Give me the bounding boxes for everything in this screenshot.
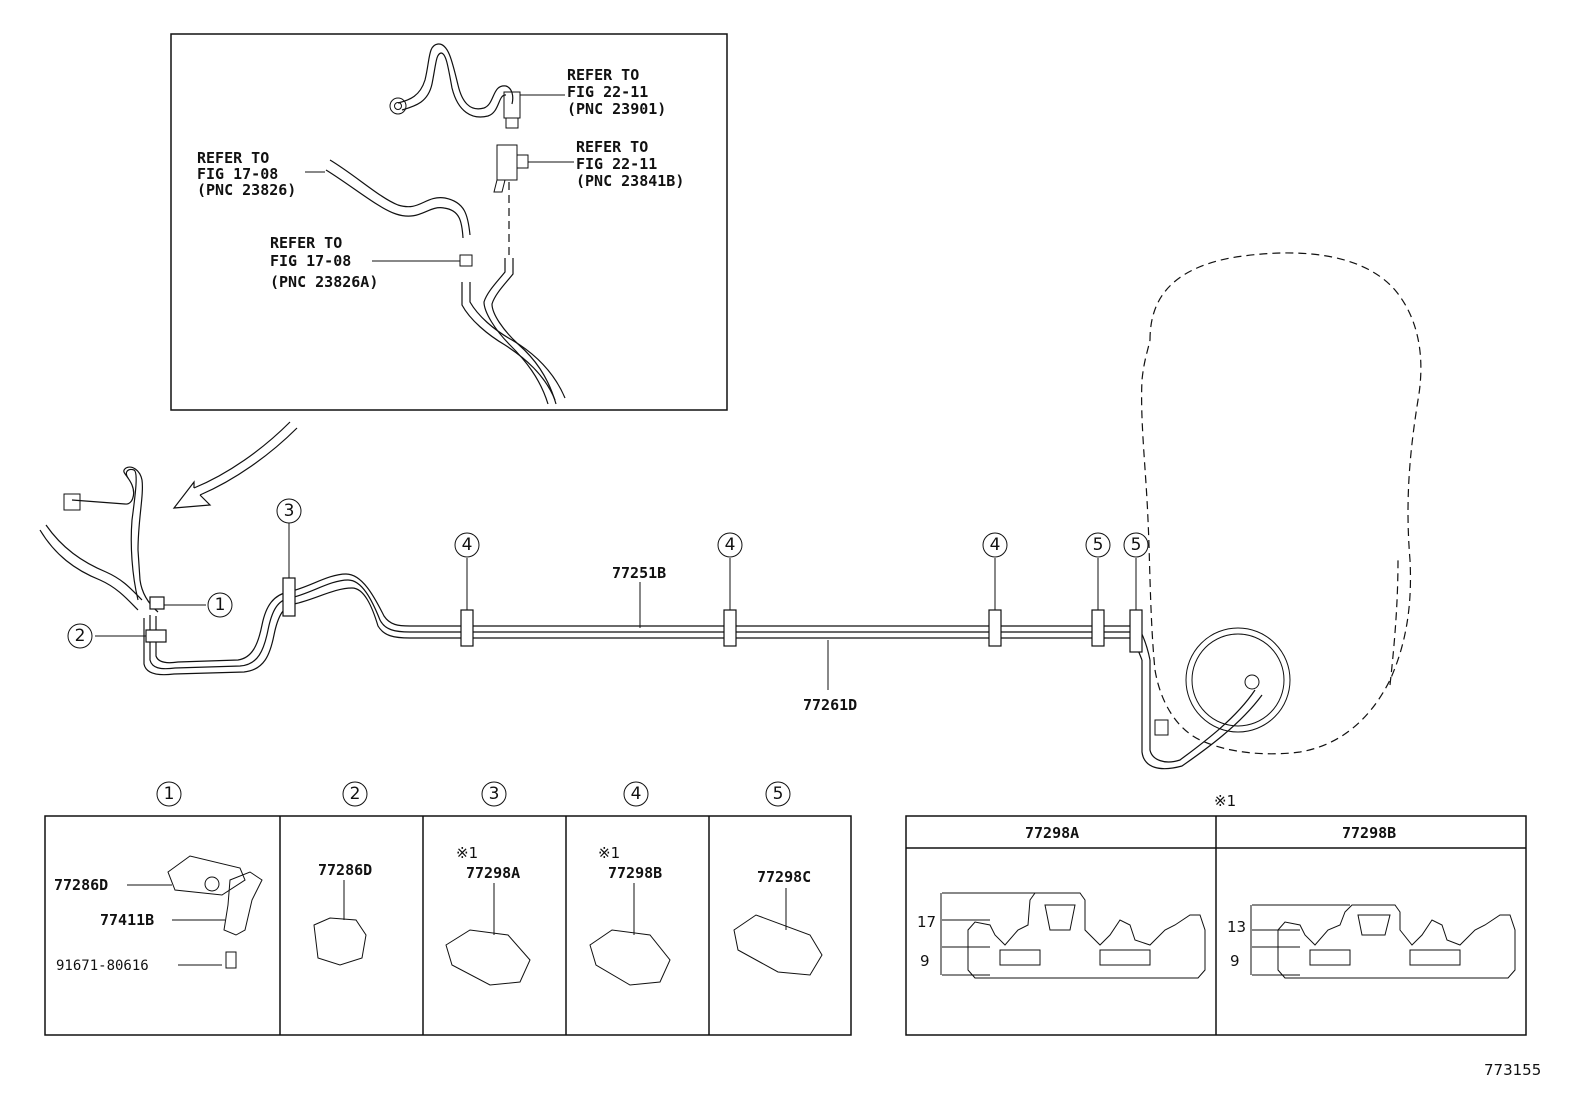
- marker-4a: 4: [454, 532, 480, 558]
- svg-text:2: 2: [350, 784, 361, 804]
- note-col-header: 77298A: [1025, 824, 1079, 842]
- svg-text:5: 5: [1093, 535, 1104, 555]
- svg-text:3: 3: [284, 501, 295, 521]
- svg-text:4: 4: [990, 535, 1001, 555]
- callout-line: FIG 22-11: [567, 83, 648, 101]
- svg-text:2: 2: [75, 626, 86, 646]
- marker-4c: 4: [982, 532, 1008, 558]
- note-table: ※1 77298A 77298B 17 9: [905, 792, 1527, 1036]
- callout-23826: REFER TO FIG 17-08 (PNC 23826): [197, 149, 296, 199]
- bolt-drawing: [225, 951, 237, 969]
- svg-text:5: 5: [1131, 535, 1142, 555]
- callout-line: FIG 22-11: [576, 155, 657, 173]
- callout-line: REFER TO: [270, 234, 342, 252]
- svg-text:3: 3: [489, 784, 500, 804]
- clip-profile-a: 17 9: [917, 892, 1206, 979]
- callout-line: REFER TO: [567, 66, 639, 84]
- svg-text:4: 4: [725, 535, 736, 555]
- clip-77298b-drawing: [589, 929, 671, 986]
- bracket-77411b-drawing: [223, 871, 263, 936]
- marker-2: 2: [67, 623, 93, 649]
- part-number: 77298A: [466, 864, 520, 882]
- note-table-title: ※1: [1214, 792, 1236, 810]
- callout-line: FIG 17-08: [270, 252, 351, 270]
- marker-3: 3: [276, 498, 302, 524]
- clip-77298a-drawing: [445, 929, 531, 986]
- clamp-1: [149, 596, 165, 610]
- part-number: 91671-80616: [56, 958, 149, 974]
- svg-text:4: 4: [631, 784, 642, 804]
- marker-5a: 5: [1085, 532, 1111, 558]
- pipe-lower-label: 77261D: [803, 696, 857, 714]
- svg-text:1: 1: [215, 595, 226, 615]
- inset-frame: [170, 33, 728, 411]
- parts-table: 1 2 3 4 5 77286D 77411B 91671-80616 7728…: [44, 781, 852, 1036]
- callout-line: REFER TO: [197, 149, 269, 167]
- table-header-4: 4: [623, 781, 649, 807]
- table-header-5: 5: [765, 781, 791, 807]
- dimension-label: 9: [920, 952, 930, 970]
- clip-77286d-drawing: [167, 855, 246, 896]
- clip-77298c-drawing: [733, 914, 823, 976]
- figure-id: 773155: [1484, 1061, 1541, 1079]
- part-number: 77298C: [757, 868, 811, 886]
- part-number: 77298B: [608, 864, 662, 882]
- callout-line: REFER TO: [576, 138, 648, 156]
- callout-23841b: REFER TO FIG 22-11 (PNC 23841B): [576, 138, 684, 190]
- callout-line: (PNC 23826): [197, 181, 296, 199]
- part-number: 77286D: [54, 876, 108, 894]
- clamp-5a: [1091, 609, 1105, 647]
- callout-line: (PNC 23901): [567, 100, 666, 118]
- clamp-4c: [988, 609, 1002, 647]
- table-header-3: 3: [481, 781, 507, 807]
- dimension-label: 9: [1230, 952, 1240, 970]
- pipe-upper-label: 77251B: [612, 564, 666, 582]
- table-header-1: 1: [156, 781, 182, 807]
- arrow-indicator: [172, 421, 298, 509]
- callout-23901: REFER TO FIG 22-11 (PNC 23901): [567, 66, 666, 118]
- callout-23826a: REFER TO FIG 17-08 (PNC 23826A): [270, 234, 378, 291]
- clamp-3: [282, 577, 296, 617]
- clamp-5b: [1129, 609, 1143, 653]
- note-col-header: 77298B: [1342, 824, 1396, 842]
- clamp-4a: [460, 609, 474, 647]
- callout-line: (PNC 23826A): [270, 273, 378, 291]
- callout-line: (PNC 23841B): [576, 172, 684, 190]
- part-number: 77411B: [100, 911, 154, 929]
- marker-5b: 5: [1123, 532, 1149, 558]
- fuel-pump-ring: [1185, 627, 1291, 733]
- pipe-assembly: 1 2 3 4 4 4 5 5 77251B 77261D: [39, 466, 1151, 714]
- part-number: 77286D: [318, 861, 372, 879]
- clip-77286d-drawing: [313, 917, 367, 966]
- table-header-2: 2: [342, 781, 368, 807]
- inset-detail: REFER TO FIG 22-11 (PNC 23901) REFER TO …: [170, 33, 728, 411]
- clamp-4b: [723, 609, 737, 647]
- callout-line: FIG 17-08: [197, 165, 278, 183]
- svg-text:4: 4: [462, 535, 473, 555]
- svg-text:5: 5: [773, 784, 784, 804]
- clip-profile-b: 13 9: [1227, 904, 1516, 979]
- svg-text:1: 1: [164, 784, 175, 804]
- note-mark: ※1: [456, 844, 478, 862]
- dimension-label: 17: [917, 913, 936, 931]
- note-mark: ※1: [598, 844, 620, 862]
- fuel-tank: [1141, 252, 1422, 770]
- clamp-2: [145, 629, 167, 643]
- marker-1: 1: [207, 592, 233, 618]
- dimension-label: 13: [1227, 918, 1246, 936]
- marker-4b: 4: [717, 532, 743, 558]
